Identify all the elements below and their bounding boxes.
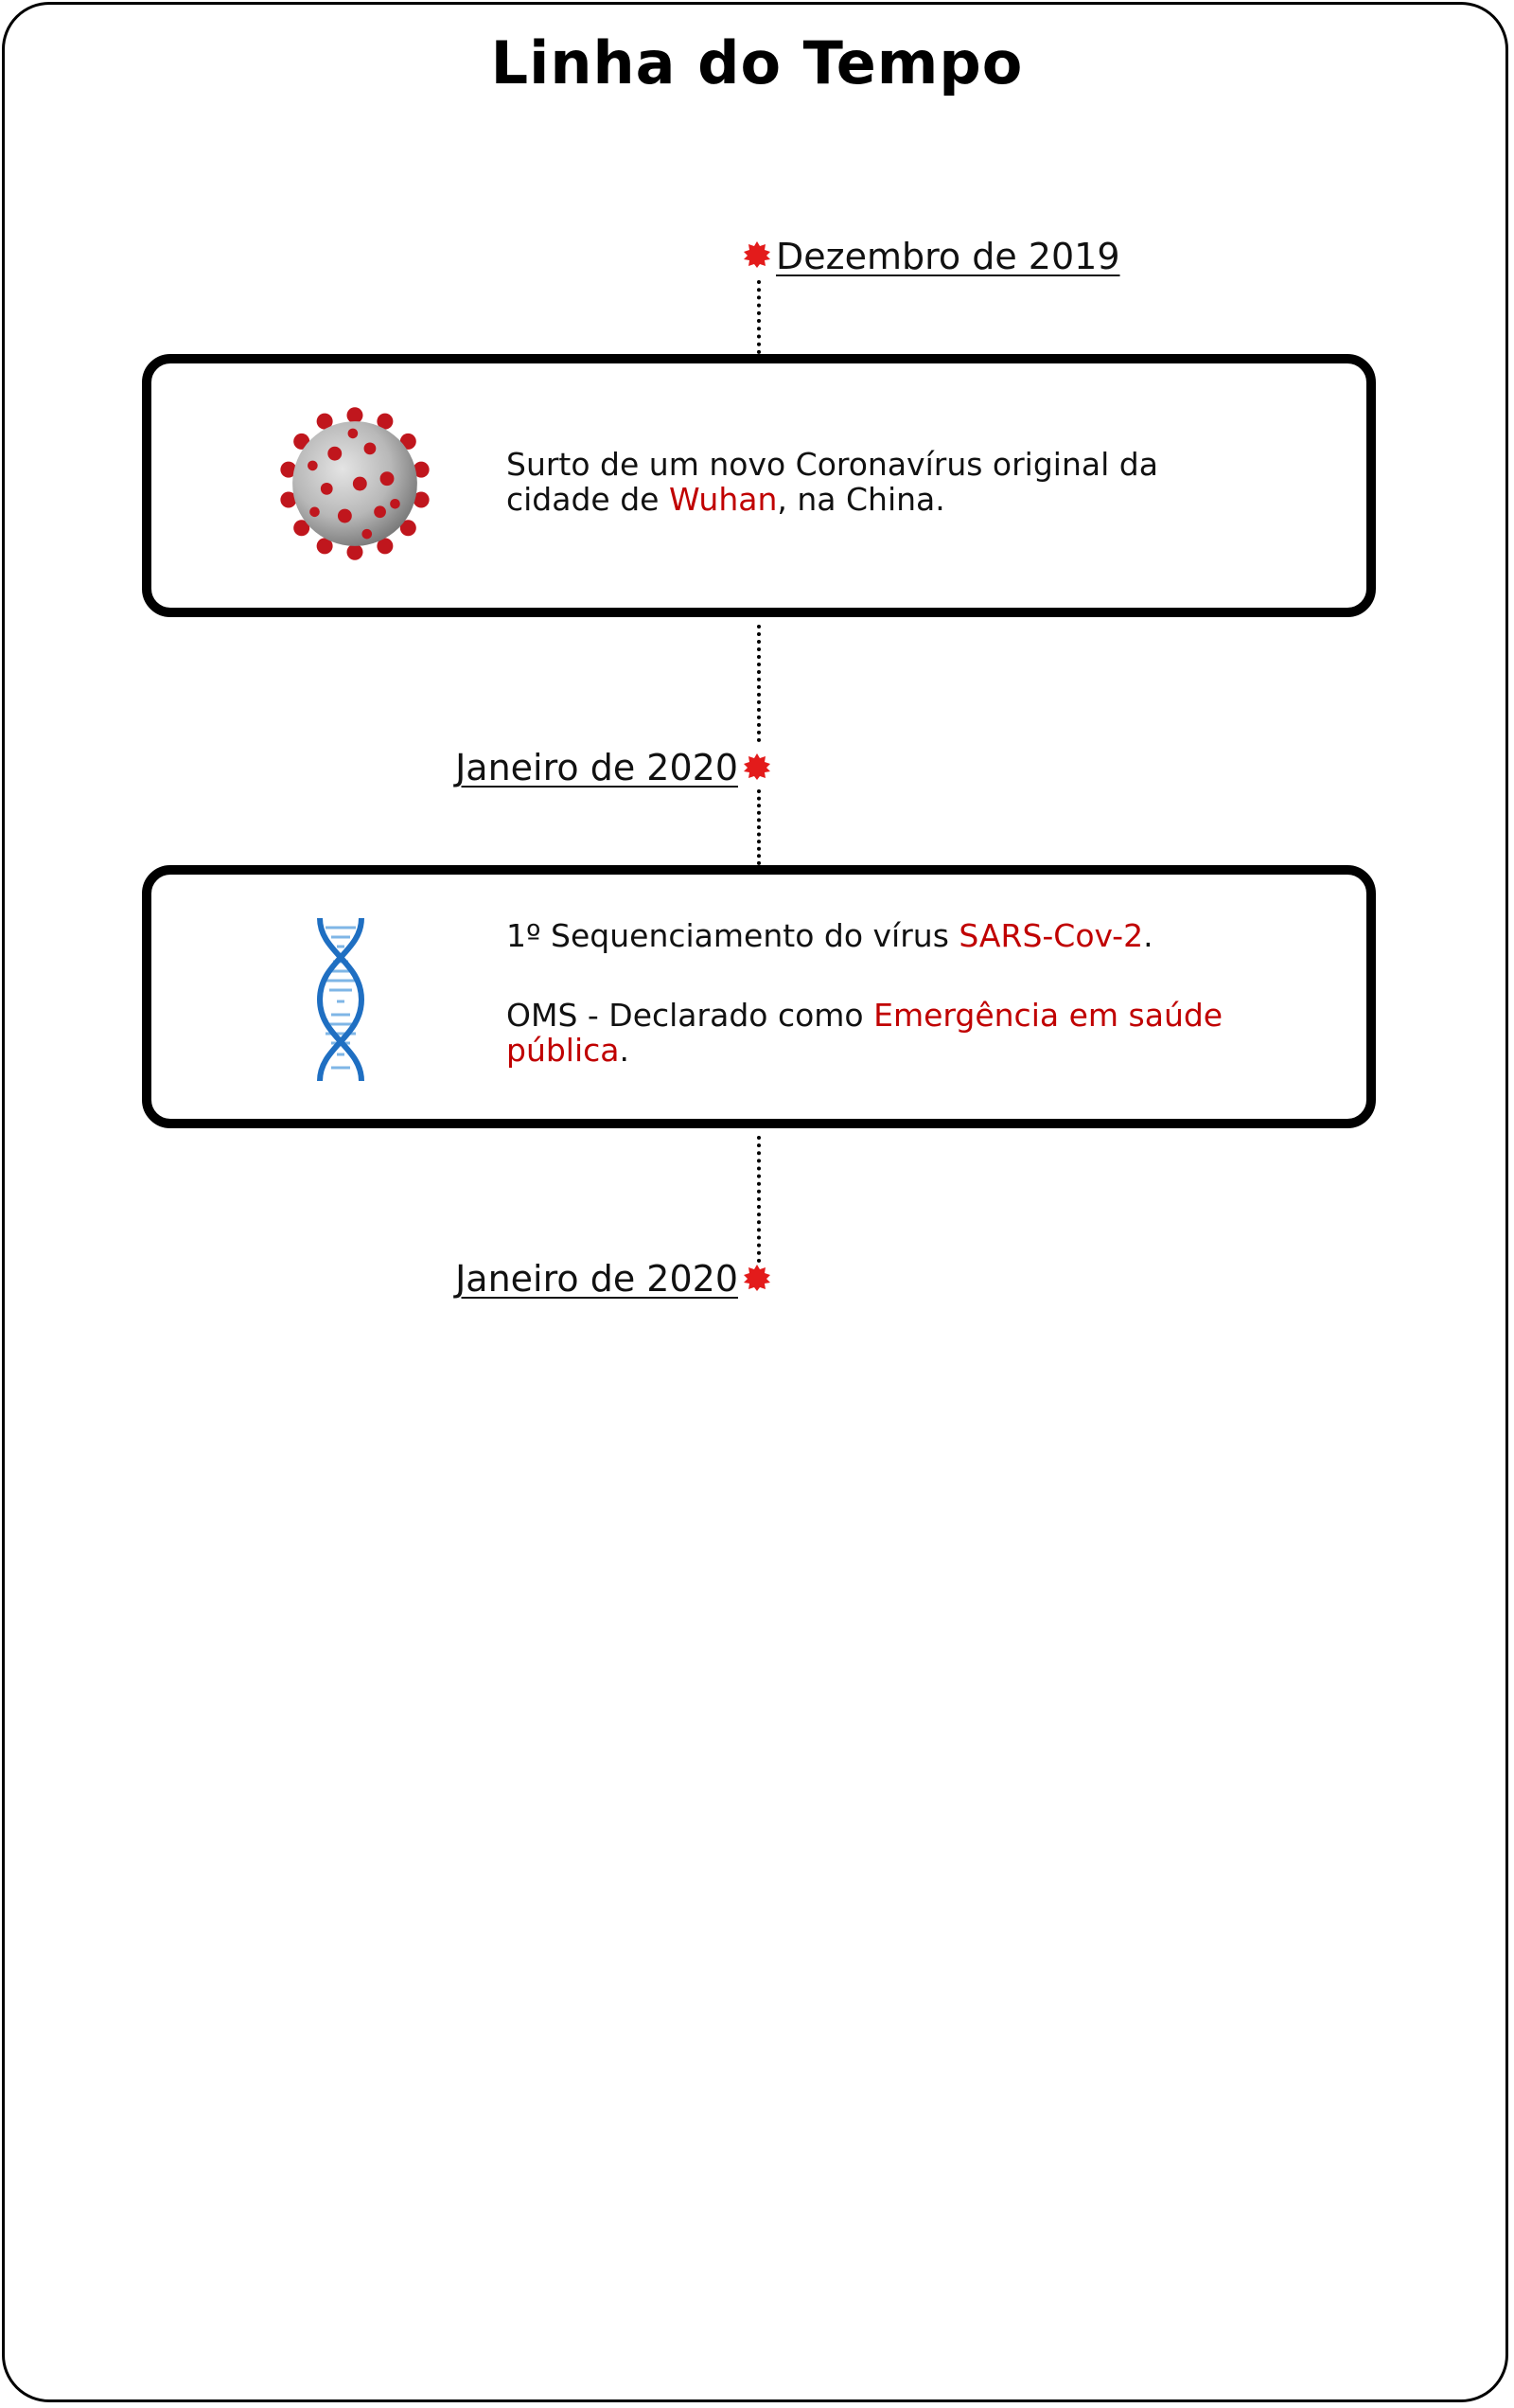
milestone-date: Dezembro de 2019 — [776, 236, 1120, 277]
event-text: Surto de um novo Coronavírus original da… — [506, 446, 1158, 518]
milestone-date: Janeiro de 2020 — [455, 747, 738, 788]
highlight-text: Emergência em saúde pública — [506, 997, 1224, 1069]
timeline-connector — [757, 625, 761, 742]
timeline-connector — [757, 789, 761, 865]
event-text: OMS - Declarado como — [506, 997, 874, 1034]
event-text: . — [619, 1032, 630, 1069]
timeline-marker-icon — [744, 1265, 770, 1291]
event-description: 1º Sequenciamento do vírus SARS-Cov-2. O… — [506, 918, 1263, 1068]
timeline-connector — [757, 1136, 761, 1263]
event-description: Surto de um novo Coronavírus original da… — [506, 447, 1263, 517]
dna-icon — [316, 917, 365, 1082]
event-card: 1º Sequenciamento do vírus SARS-Cov-2. O… — [142, 865, 1376, 1128]
event-text: , na China. — [777, 481, 945, 518]
page-title: Linha do Tempo — [490, 28, 1024, 97]
event-paragraph: OMS - Declarado como Emergência em saúde… — [506, 998, 1263, 1068]
timeline-marker-icon — [744, 753, 770, 780]
highlight-text: SARS-Cov-2 — [959, 917, 1144, 954]
event-text: . — [1143, 917, 1153, 954]
timeline-connector — [757, 280, 761, 354]
timeline-marker-icon — [744, 241, 770, 268]
event-card: Surto de um novo Coronavírus original da… — [142, 354, 1376, 617]
event-text: 1º Sequenciamento do vírus — [506, 917, 959, 954]
event-paragraph: Surto de um novo Coronavírus original da… — [506, 447, 1263, 517]
milestone-date: Janeiro de 2020 — [455, 1258, 738, 1300]
coronavirus-icon — [280, 407, 430, 560]
highlight-text: Wuhan — [668, 481, 778, 518]
event-paragraph: 1º Sequenciamento do vírus SARS-Cov-2. — [506, 918, 1263, 953]
